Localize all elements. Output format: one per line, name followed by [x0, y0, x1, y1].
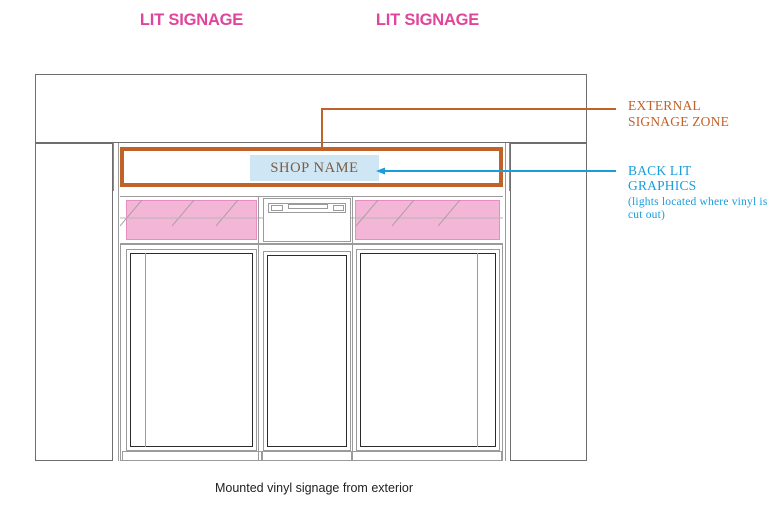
window-right-mullion — [477, 253, 478, 447]
sill-right — [352, 451, 502, 461]
mullion-edge-left — [118, 143, 119, 461]
leader-line-back-lit-graphics — [376, 167, 616, 175]
door-header-bracket-right — [333, 205, 344, 211]
lit-signage-label-right: LIT SIGNAGE — [375, 10, 480, 29]
lit-signage-label-left: LIT SIGNAGE — [139, 10, 244, 29]
entrance-door-glass[interactable] — [267, 255, 347, 447]
door-header-bracket-left — [271, 205, 283, 211]
sill-left — [122, 451, 262, 461]
window-left-glass — [130, 253, 253, 447]
lit-signage-panel-right — [355, 200, 500, 240]
mullion-left-of-door — [258, 196, 259, 461]
annotation-external-line2: SIGNAGE ZONE — [628, 113, 730, 129]
annotation-backlit-line1: BACK LIT — [628, 163, 692, 178]
annotation-backlit-line2: GRAPHICS — [628, 178, 697, 193]
left-wall-panel — [35, 143, 113, 461]
shop-name-highlight — [250, 155, 379, 181]
door-header-plate — [288, 204, 328, 209]
annotation-external-signage-zone: EXTERNAL SIGNAGE ZONE — [628, 98, 766, 129]
figure-caption: Mounted vinyl signage from exterior — [214, 481, 413, 495]
annotation-back-lit-graphics: BACK LIT GRAPHICS (lights located where … — [628, 163, 768, 222]
transom-glazing-band — [120, 196, 503, 244]
right-wall-panel — [510, 143, 587, 461]
mullion-right-of-door — [352, 196, 353, 461]
window-right-glass — [360, 253, 496, 447]
mullion-edge-right — [505, 143, 506, 461]
leader-line-external-signage — [321, 108, 616, 148]
window-left-mullion — [145, 253, 146, 447]
shop-name-label: SHOP NAME — [270, 159, 359, 176]
annotation-backlit-subtext: (lights located where vinyl is cut out) — [628, 196, 768, 221]
lit-signage-panel-left — [126, 200, 257, 240]
sill-centre — [262, 451, 352, 461]
annotation-external-line1: EXTERNAL — [628, 98, 701, 113]
